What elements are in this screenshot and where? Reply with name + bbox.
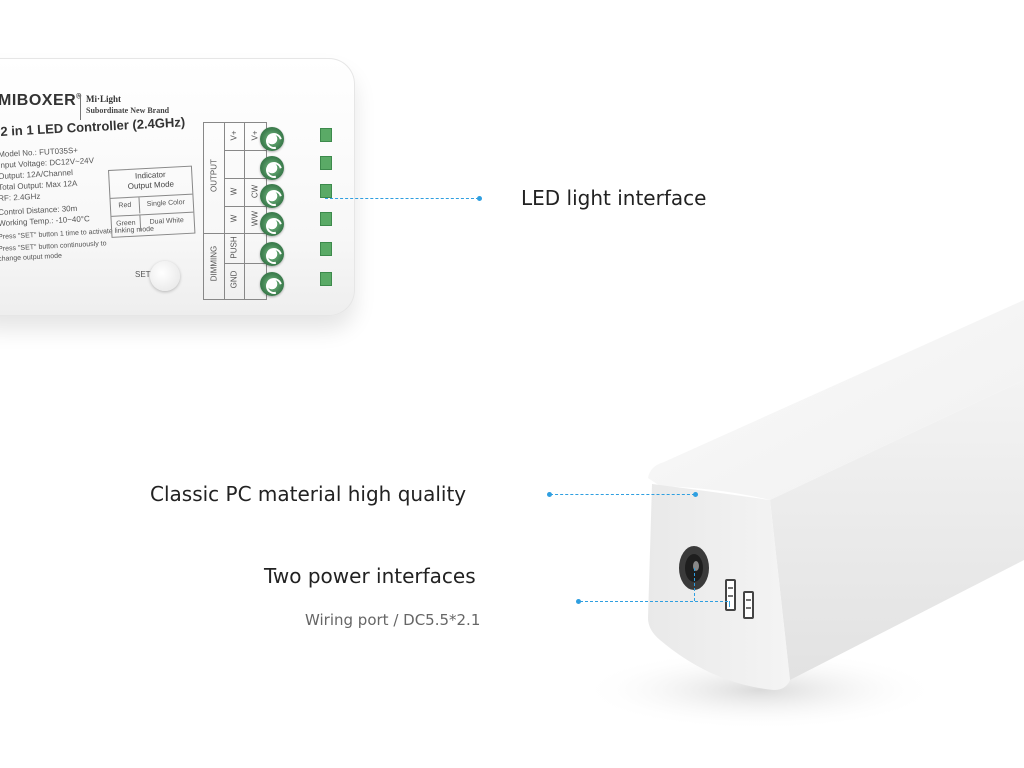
wiring-port-slot (725, 579, 736, 611)
box-top-face (648, 300, 1024, 500)
terminal-pin (320, 212, 332, 226)
sub-brand: Mi·Light (86, 94, 122, 104)
callout-dot-pc (547, 492, 552, 497)
brand-logo: MIBOXER® (0, 92, 82, 109)
terminal-screw (260, 184, 284, 208)
floor-shadow (580, 650, 940, 730)
callout-dot-power (576, 599, 581, 604)
callout-dot-led (477, 196, 482, 201)
brand-divider (80, 94, 81, 120)
callout-line-led (325, 198, 479, 199)
sub-brand-tagline: Subordinate New Brand (86, 106, 170, 115)
callout-line-power (580, 601, 728, 602)
callout-line-dc (694, 568, 695, 601)
terminal-screw (260, 242, 284, 266)
terminal-pin (320, 156, 332, 170)
terminal-screw (260, 272, 284, 296)
terminal-screw (260, 156, 284, 180)
callout-dot-pc-end (693, 492, 698, 497)
set-label: SET (135, 270, 151, 279)
wiring-port-slot (743, 591, 754, 619)
box-end-face (648, 484, 790, 690)
terminal-pin (320, 272, 332, 286)
set-button (150, 261, 180, 291)
terminal-label-grid: OUTPUT DIMMING V+ W W PUSH GND V+ CW WW (203, 122, 267, 300)
terminal-screw (260, 127, 284, 151)
terminal-pin (320, 184, 332, 198)
controller-top-view: MIBOXER® Mi·Light Subordinate New Brand … (0, 58, 355, 316)
callout-led-interface: LED light interface (521, 186, 707, 210)
callout-pc-material: Classic PC material high quality (150, 482, 467, 506)
terminal-pin (320, 242, 332, 256)
terminal-pin (320, 128, 332, 142)
callout-line-pc (550, 494, 695, 495)
callout-line-port (729, 601, 730, 607)
terminal-screw (260, 212, 284, 236)
box-side-face (770, 380, 1024, 680)
callout-power-sub: Wiring port / DC5.5*2.1 (305, 611, 481, 629)
callout-power-interfaces: Two power interfaces (264, 564, 476, 588)
